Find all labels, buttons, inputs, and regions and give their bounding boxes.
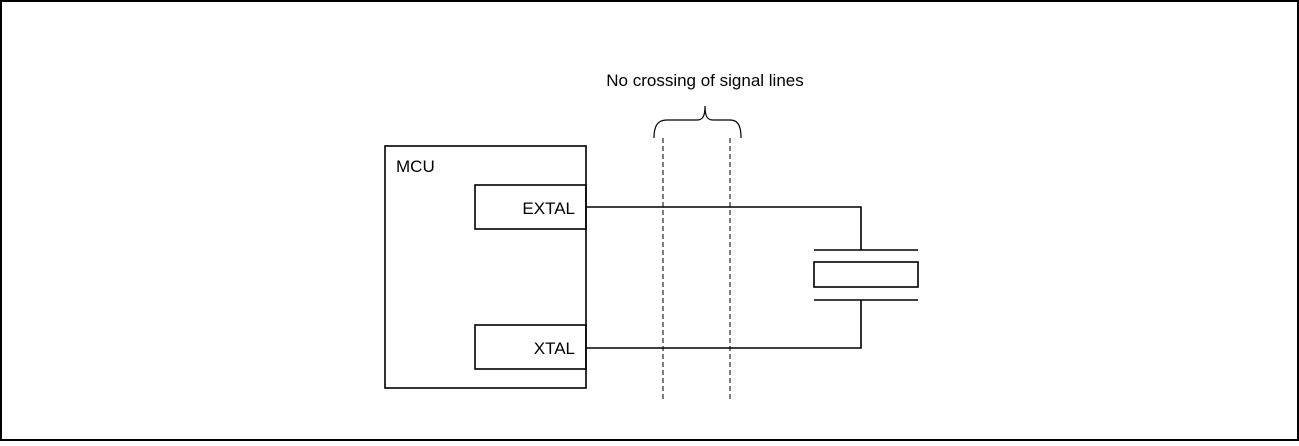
extal-pin-label: EXTAL — [522, 199, 575, 218]
crystal-body — [813, 261, 919, 288]
extal-wire — [586, 206, 862, 250]
brace — [653, 105, 742, 139]
xtal-pin-label: XTAL — [534, 339, 575, 358]
xtal-wire — [586, 300, 862, 349]
xtal-pin-box — [474, 324, 587, 370]
annotation-text: No crossing of signal lines — [606, 71, 803, 90]
mcu-label: MCU — [396, 157, 435, 176]
mcu-box — [384, 145, 587, 389]
